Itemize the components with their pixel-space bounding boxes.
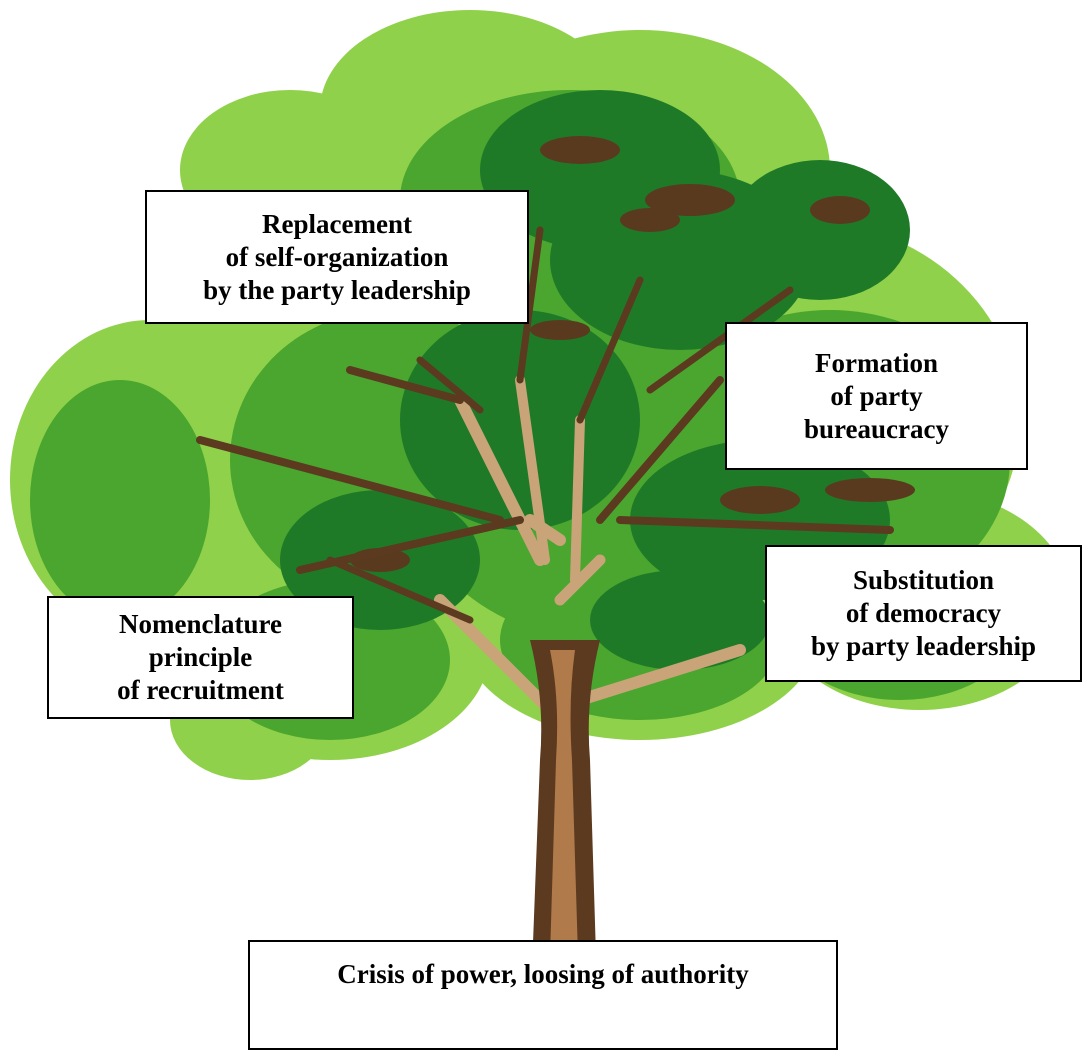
label-box-nomenclature: Nomenclature principle of recruitment bbox=[47, 596, 354, 719]
label-box-replacement: Replacement of self-organization by the … bbox=[145, 190, 529, 324]
label-box-substitution: Substitution of democracy by party leade… bbox=[765, 545, 1082, 682]
tree-branches bbox=[196, 226, 894, 726]
label-box-formation: Formation of party bureaucracy bbox=[725, 322, 1028, 470]
label-crisis: Crisis of power, loosing of authority bbox=[337, 959, 749, 989]
label-nomenclature: Nomenclature principle of recruitment bbox=[117, 609, 284, 705]
label-box-crisis: Crisis of power, loosing of authority bbox=[248, 940, 838, 1050]
label-formation: Formation of party bureaucracy bbox=[804, 347, 949, 444]
tree-trunk bbox=[530, 640, 600, 1021]
tree-illustration bbox=[10, 10, 1070, 1021]
label-substitution: Substitution of democracy by party leade… bbox=[810, 565, 1037, 661]
label-replacement: Replacement of self-organization by the … bbox=[203, 208, 471, 305]
